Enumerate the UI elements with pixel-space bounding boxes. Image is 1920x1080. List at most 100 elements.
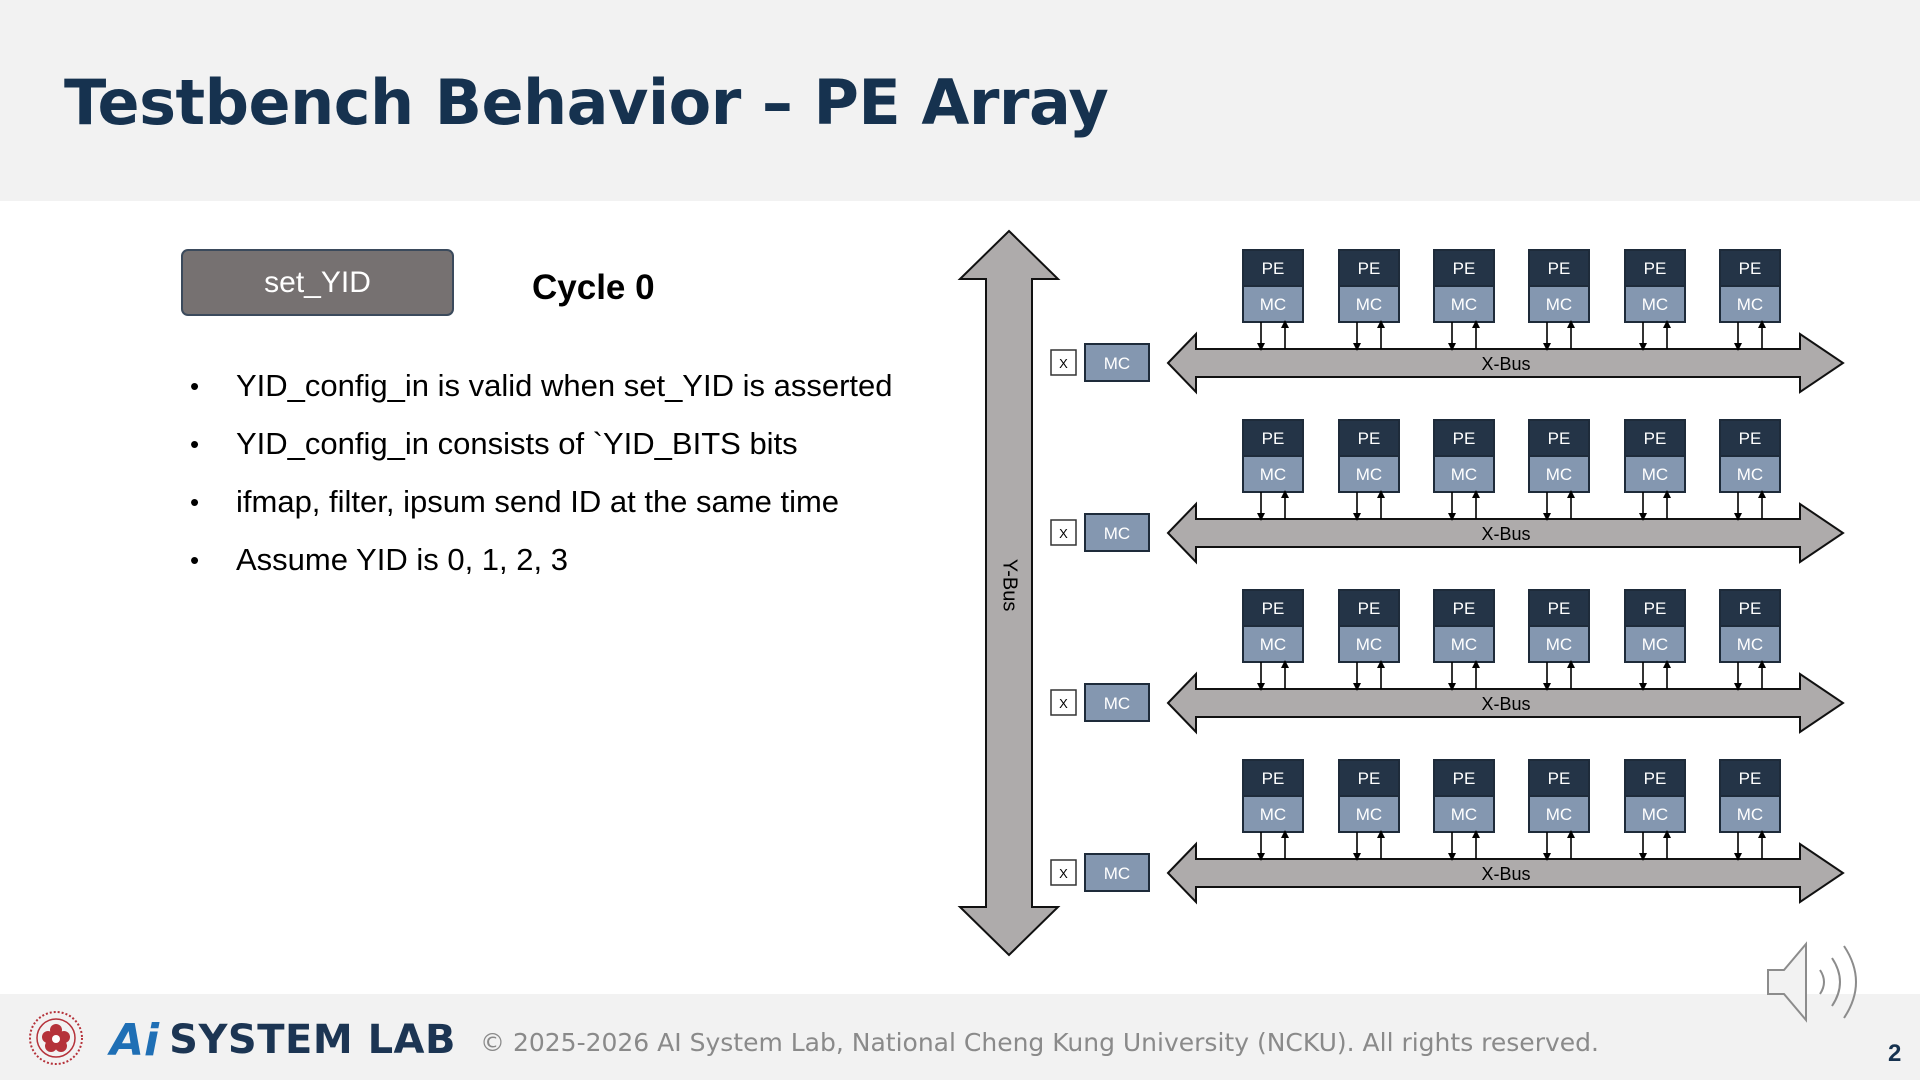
x-marker-box: [1050, 859, 1077, 886]
speaker-icon[interactable]: [1764, 936, 1876, 1028]
pe-mc-box: [1242, 455, 1304, 493]
pe-mc-label: MC: [1737, 805, 1763, 824]
slide-footer: [0, 994, 1920, 1080]
x-marker-box: [1050, 519, 1077, 546]
pe-mc-box: [1719, 455, 1781, 493]
pe-label: PE: [1548, 769, 1571, 788]
pe-mc-box: [1338, 625, 1400, 663]
x-marker-label: X: [1059, 356, 1068, 371]
row-mc-box: [1084, 853, 1150, 892]
pe-box: [1338, 249, 1400, 287]
pe-box: [1624, 759, 1686, 797]
x-marker-label: X: [1059, 526, 1068, 541]
pe-box: [1719, 419, 1781, 457]
pe-label: PE: [1739, 769, 1762, 788]
x-marker-label: X: [1059, 696, 1068, 711]
pe-label: PE: [1453, 599, 1476, 618]
pe-label: PE: [1262, 769, 1285, 788]
copyright-text: © 2025-2026 AI System Lab, National Chen…: [480, 1028, 1599, 1057]
pe-mc-label: MC: [1642, 295, 1668, 314]
x-bus-arrow: [1166, 501, 1845, 565]
lab-logo-text: SYSTEM LAB: [169, 1017, 456, 1063]
bullet-dot: •: [190, 429, 200, 459]
row-mc-box: [1084, 343, 1150, 382]
pe-mc-box: [1624, 285, 1686, 323]
x-bus-label: X-Bus: [1481, 694, 1530, 714]
bullet-item: •Assume YID is 0, 1, 2, 3: [190, 538, 893, 596]
cycle-label: Cycle 0: [532, 268, 655, 307]
row-mc-label: MC: [1104, 354, 1130, 373]
row-mc-box: [1084, 513, 1150, 552]
pe-box: [1528, 759, 1590, 797]
pe-mc-label: MC: [1356, 295, 1382, 314]
x-bus-arrow: [1166, 841, 1845, 905]
bullet-item: • YID_config_in consists of `YID_BITS bit…: [190, 422, 893, 480]
pe-mc-box: [1719, 795, 1781, 833]
pe-mc-box: [1433, 285, 1495, 323]
pe-label: PE: [1453, 259, 1476, 278]
row-mc-label: MC: [1104, 864, 1130, 883]
pe-label: PE: [1644, 259, 1667, 278]
pe-box: [1242, 589, 1304, 627]
x-bus-label: X-Bus: [1481, 354, 1530, 374]
pe-box: [1528, 419, 1590, 457]
pe-mc-box: [1624, 795, 1686, 833]
pe-label: PE: [1644, 429, 1667, 448]
pe-mc-label: MC: [1451, 295, 1477, 314]
pe-label: PE: [1358, 429, 1381, 448]
bullet-dot: •: [190, 371, 200, 401]
x-bus-label: X-Bus: [1481, 864, 1530, 884]
bullet-item: •YID_config_in is valid when set_YID is …: [190, 364, 893, 422]
pe-label: PE: [1644, 769, 1667, 788]
x-marker-label: X: [1059, 866, 1068, 881]
pe-mc-label: MC: [1737, 465, 1763, 484]
pe-mc-label: MC: [1546, 805, 1572, 824]
pe-mc-label: MC: [1546, 295, 1572, 314]
pe-label: PE: [1358, 259, 1381, 278]
pe-label: PE: [1548, 259, 1571, 278]
pe-mc-box: [1242, 625, 1304, 663]
pe-mc-label: MC: [1356, 635, 1382, 654]
row-mc-label: MC: [1104, 524, 1130, 543]
bullet-item: • ifmap, filter, ipsum send ID at the sam…: [190, 480, 893, 538]
pe-mc-label: MC: [1260, 295, 1286, 314]
signal-label: set_YID: [264, 265, 371, 299]
pe-mc-box: [1528, 795, 1590, 833]
signal-label-box: set_YID: [181, 249, 454, 316]
lab-logo-ai: Ai: [110, 1014, 160, 1066]
pe-mc-box: [1242, 285, 1304, 323]
pe-mc-label: MC: [1451, 465, 1477, 484]
pe-label: PE: [1453, 429, 1476, 448]
pe-mc-label: MC: [1546, 635, 1572, 654]
slide-title: Testbench Behavior – PE Array: [64, 66, 1109, 139]
bullet-list: •YID_config_in is valid when set_YID is …: [190, 364, 893, 596]
page-number: 2: [1888, 1040, 1902, 1067]
pe-label: PE: [1262, 259, 1285, 278]
pe-mc-label: MC: [1260, 635, 1286, 654]
pe-mc-box: [1433, 625, 1495, 663]
pe-label: PE: [1739, 429, 1762, 448]
y-bus-arrow: [957, 229, 1061, 957]
pe-mc-label: MC: [1260, 805, 1286, 824]
bullet-dot: •: [190, 545, 200, 575]
pe-box: [1719, 249, 1781, 287]
bullet-text: ifmap, filter, ipsum send ID at the same…: [236, 484, 840, 519]
pe-label: PE: [1262, 599, 1285, 618]
x-bus-arrow: [1166, 331, 1845, 395]
x-marker-box: [1050, 689, 1077, 716]
bullet-text: YID_config_in consists of `YID_BITS bits: [236, 426, 798, 461]
pe-label: PE: [1358, 769, 1381, 788]
pe-label: PE: [1548, 429, 1571, 448]
bullet-dot: •: [190, 487, 200, 517]
pe-mc-label: MC: [1737, 635, 1763, 654]
pe-mc-box: [1242, 795, 1304, 833]
pe-label: PE: [1739, 259, 1762, 278]
pe-box: [1433, 249, 1495, 287]
pe-mc-label: MC: [1356, 805, 1382, 824]
pe-label: PE: [1453, 769, 1476, 788]
pe-mc-box: [1338, 285, 1400, 323]
row-mc-box: [1084, 683, 1150, 722]
pe-mc-box: [1719, 285, 1781, 323]
pe-box: [1719, 589, 1781, 627]
pe-mc-box: [1528, 455, 1590, 493]
